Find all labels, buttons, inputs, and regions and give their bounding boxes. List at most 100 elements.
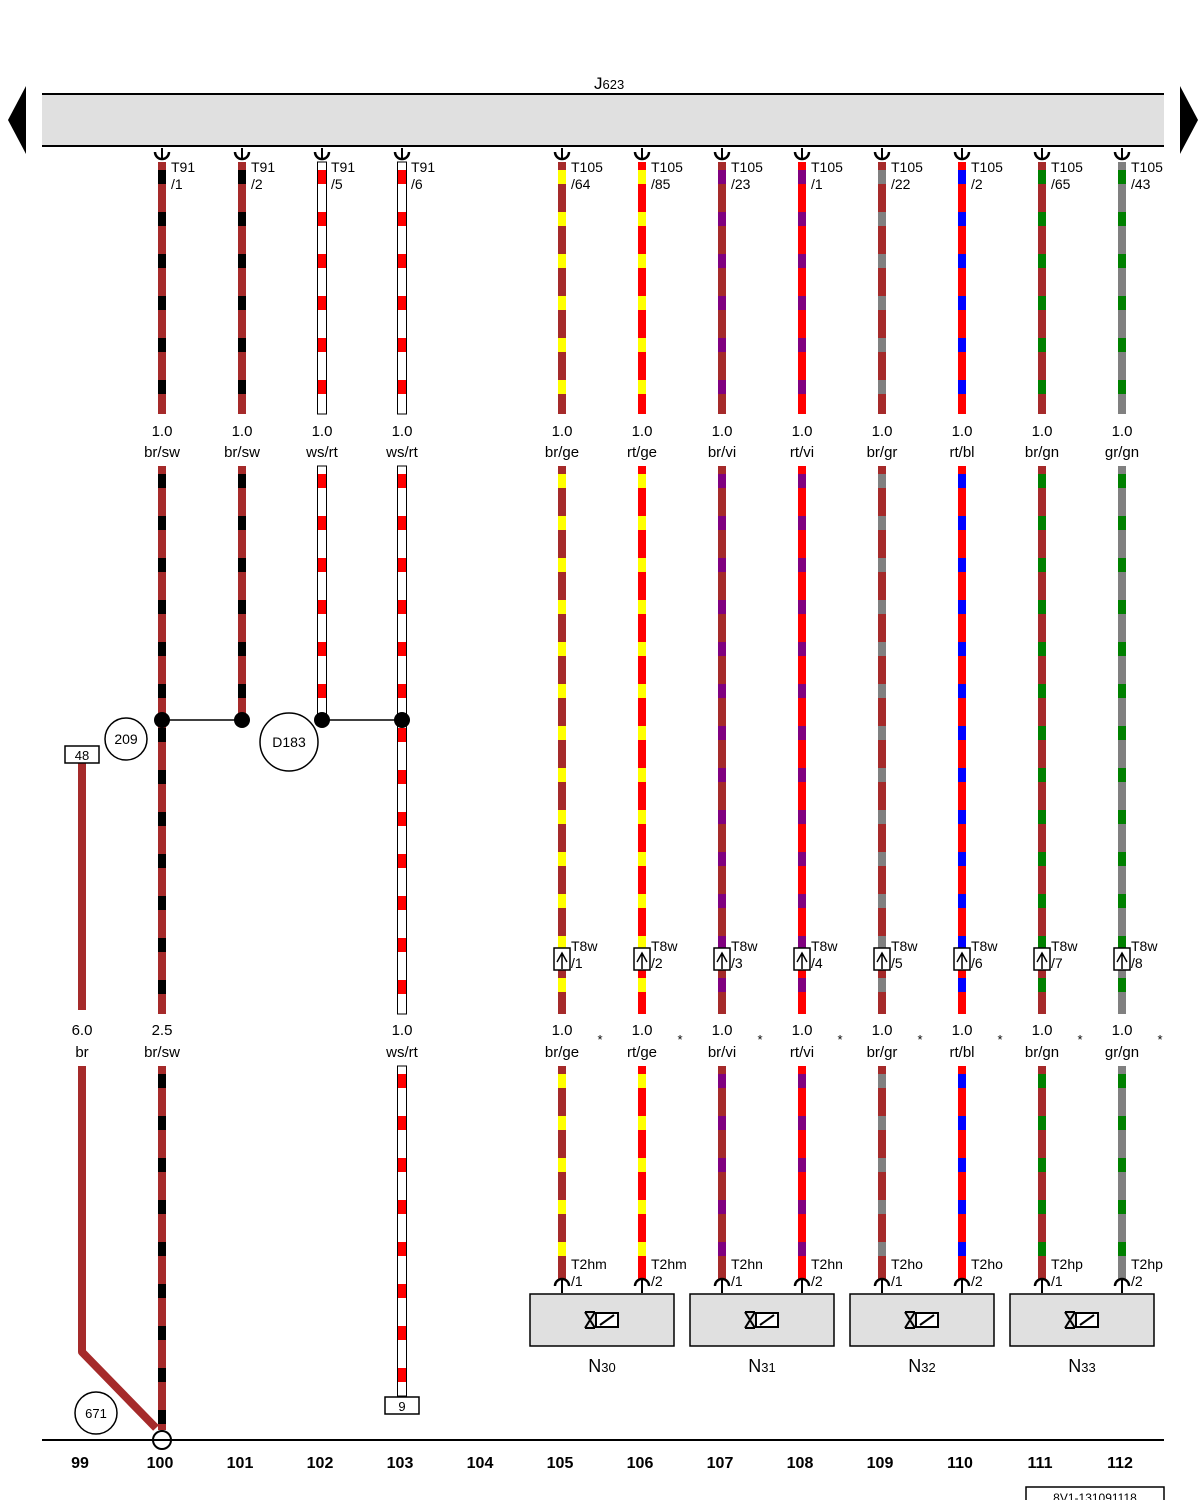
- wire-111-low-size: 1.0: [1032, 1022, 1053, 1039]
- wire-107-inline-conn: T8w: [731, 938, 758, 954]
- joined-wire-103-lower-run-sheath: [397, 1065, 407, 1397]
- wire-108-inline-conn: T8w: [811, 938, 838, 954]
- ground-ref-circle: [74, 1391, 118, 1435]
- wire-105-top-conn: T105: [571, 159, 603, 175]
- wire-106-bottom-pin: /2: [651, 1273, 663, 1289]
- wire-110-bottom-connector-icon: [953, 1277, 971, 1287]
- valve-N33-label-sub: 33: [1081, 1360, 1095, 1375]
- wire-107-color: br/vi: [708, 444, 736, 461]
- splice-circle: [259, 712, 319, 772]
- column-number: 109: [867, 1455, 894, 1472]
- valve-N31-label-sub: 31: [761, 1360, 775, 1375]
- ground-wire-lower: [78, 1066, 159, 1431]
- joined-wire-100-color: br/sw: [144, 1044, 180, 1061]
- solenoid-valve-icon: [744, 1311, 779, 1329]
- wire-112-color: gr/gn: [1105, 444, 1139, 461]
- wire-102-color: ws/rt: [305, 444, 338, 461]
- valve-N31-coil-slash: [759, 1314, 775, 1326]
- control-unit-label: J623: [594, 74, 624, 93]
- wire-106-top-pin: /85: [651, 176, 671, 192]
- wire-109-low-color: br/gr: [867, 1044, 898, 1061]
- wire-108-inline-pin: /4: [811, 955, 823, 971]
- wire-112-top-pin: /43: [1131, 176, 1151, 192]
- splice-label: 209: [114, 731, 138, 747]
- wire-108-size: 1.0: [792, 423, 813, 440]
- wire-106-inline-arrow-icon: [636, 951, 648, 969]
- splice-circle: [104, 717, 148, 761]
- valve-N33-label-main: N: [1068, 1356, 1081, 1376]
- wire-110-inline-arrow-icon: [956, 951, 968, 969]
- wire-105-low-color: br/ge: [545, 1044, 579, 1061]
- wire-108-color: rt/vi: [790, 444, 814, 461]
- wire-106-size: 1.0: [632, 423, 653, 440]
- column-number: 101: [227, 1455, 254, 1472]
- wire-105-size: 1.0: [552, 423, 573, 440]
- wire-112-inline-conn: T8w: [1131, 938, 1158, 954]
- column-number: 108: [787, 1455, 814, 1472]
- wire-110-size: 1.0: [952, 423, 973, 440]
- wire-106-bottom-conn: T2hm: [651, 1256, 687, 1272]
- wire-102-size: 1.0: [312, 423, 333, 440]
- wire-108-top-pin: /1: [811, 176, 823, 192]
- wire-layer: [78, 161, 1126, 1431]
- ref-box-9: [384, 1396, 420, 1415]
- wire-107-inline-pin: /3: [731, 955, 743, 971]
- wire-107-inline-arrow-icon: [716, 951, 728, 969]
- wire-103-top-run: [397, 161, 407, 415]
- wire-105-bottom-pin: /1: [571, 1273, 583, 1289]
- wire-107-bottom-connector-icon: [713, 1277, 731, 1287]
- wire-105-inline-arrow-icon: [556, 951, 568, 969]
- wire-107-bottom-pin: /1: [731, 1273, 743, 1289]
- valve-N30-valve-symbol: [584, 1311, 596, 1329]
- wire-101-top-pin: /2: [251, 176, 263, 192]
- wire-111-bottom-pin: /1: [1051, 1273, 1063, 1289]
- arrow-left-icon[interactable]: [8, 86, 26, 154]
- wire-107-low-size: 1.0: [712, 1022, 733, 1039]
- valve-N33-coil-slash: [1079, 1314, 1095, 1326]
- arrow-right-icon[interactable]: [1180, 86, 1198, 154]
- wire-106-inline-conn: T8w: [651, 938, 678, 954]
- joined-wire-103-upper-run: [397, 719, 407, 1015]
- wire-106-top-conn: T105: [651, 159, 683, 175]
- wire-111-inline-conn: T8w: [1051, 938, 1078, 954]
- wire-109-bottom-connector-icon: [873, 1277, 891, 1287]
- wire-101-color: br/sw: [224, 444, 260, 461]
- wire-106-bottom-connector-icon: [633, 1277, 651, 1287]
- wire-106-inline-pin: /2: [651, 955, 663, 971]
- column-number: 111: [1028, 1455, 1053, 1472]
- column-number: 105: [547, 1455, 574, 1472]
- control-unit-label-sub: 623: [603, 77, 625, 92]
- valve-N32-coil-slash: [919, 1314, 935, 1326]
- wire-100-top-pin: /1: [171, 176, 183, 192]
- joined-wire-103-lower-run: [397, 1065, 407, 1397]
- wire-110-inline-pin: /6: [971, 955, 983, 971]
- wire-108-bottom-connector-icon: [793, 1277, 811, 1287]
- wire-103-mid-run: [397, 465, 407, 721]
- wire-105-inline-conn: T8w: [571, 938, 598, 954]
- wire-112-size: 1.0: [1112, 423, 1133, 440]
- wire-102-mid-run-sheath: [317, 465, 327, 721]
- wire-109-inline-conn: T8w: [891, 938, 918, 954]
- column-number: 99: [71, 1455, 89, 1472]
- wire-102-top-run-sheath: [317, 161, 327, 415]
- wire-102-top-conn: T91: [331, 159, 355, 175]
- ground-wire-size: 6.0: [72, 1022, 93, 1039]
- control-unit-label-main: J: [594, 74, 603, 93]
- valve-N33-label: N33: [1068, 1356, 1095, 1376]
- valve-N32-valve-symbol: [904, 1311, 916, 1329]
- wire-102-mid-run: [317, 465, 327, 721]
- wire-112-low-mark: *: [1157, 1032, 1162, 1047]
- valve-N31-label-main: N: [748, 1356, 761, 1376]
- wire-111-color: br/gn: [1025, 444, 1059, 461]
- wire-110-inline-conn: T8w: [971, 938, 998, 954]
- wire-105-inline-pin: /1: [571, 955, 583, 971]
- wire-109-inline-pin: /5: [891, 955, 903, 971]
- control-unit-housing: [42, 94, 1164, 146]
- valve-N32-label-sub: 32: [921, 1360, 935, 1375]
- wire-108-bottom-conn: T2hn: [811, 1256, 843, 1272]
- wire-105-bottom-conn: T2hm: [571, 1256, 607, 1272]
- wire-108-low-mark: *: [837, 1032, 842, 1047]
- wire-101-top-conn: T91: [251, 159, 275, 175]
